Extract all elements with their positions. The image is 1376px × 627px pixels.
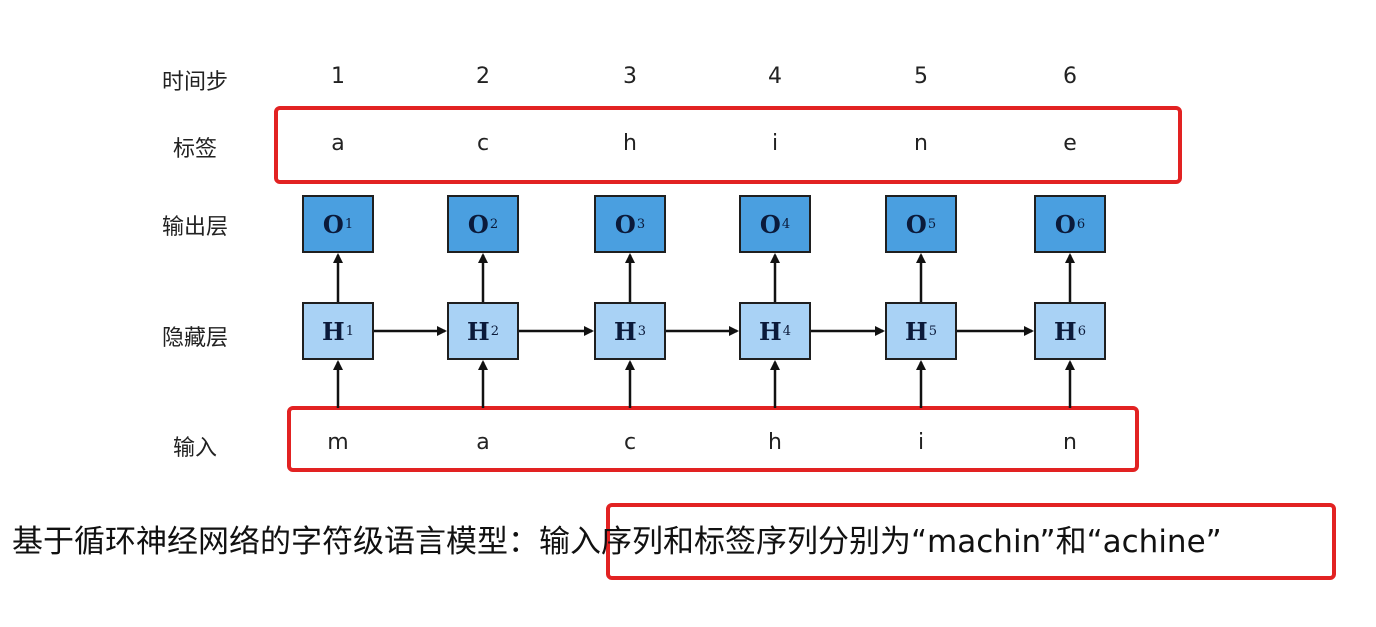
time-step-number: 4 xyxy=(768,64,782,89)
input-char: n xyxy=(1063,430,1077,455)
node-subscript: 6 xyxy=(1076,216,1086,232)
label-sequence-highlight xyxy=(274,106,1182,184)
node-symbol: H xyxy=(614,316,637,346)
label-char: i xyxy=(771,131,779,156)
node-symbol: H xyxy=(322,316,345,346)
node-subscript: 3 xyxy=(637,323,646,339)
time-step-number: 2 xyxy=(476,64,490,89)
node-subscript: 1 xyxy=(345,323,354,339)
input-sequence-highlight xyxy=(287,406,1139,472)
input-char: c xyxy=(623,430,637,455)
node-symbol: H xyxy=(759,316,782,346)
node-symbol: O xyxy=(905,209,927,239)
node-subscript: 2 xyxy=(489,216,499,232)
label-char: a xyxy=(331,131,345,156)
time-step-number: 6 xyxy=(1063,64,1077,89)
node-symbol: O xyxy=(614,209,636,239)
caption-prefix: 基于循环神经网络的字符级语言模型： xyxy=(12,524,539,560)
caption-highlight-text: 输入序列和标签序列分别为“machin”和“achine” xyxy=(539,524,1222,560)
node-symbol: H xyxy=(905,316,928,346)
caption-highlight xyxy=(606,503,1336,580)
node-symbol: O xyxy=(759,209,781,239)
time-step-number: 1 xyxy=(331,64,345,89)
caption: 基于循环神经网络的字符级语言模型：输入序列和标签序列分别为“machin”和“a… xyxy=(12,516,1222,561)
node-subscript: 4 xyxy=(781,216,791,232)
label-char: h xyxy=(623,131,637,156)
label-char: e xyxy=(1063,131,1077,156)
node-subscript: 5 xyxy=(927,216,937,232)
node-symbol: H xyxy=(1054,316,1077,346)
label-char: c xyxy=(476,131,490,156)
input-char: a xyxy=(476,430,490,455)
row-label-label: 标签 xyxy=(172,137,217,162)
node-subscript: 1 xyxy=(344,216,354,232)
row-label-time-step: 时间步 xyxy=(161,70,228,95)
node-subscript: 2 xyxy=(490,323,499,339)
input-char: m xyxy=(327,430,349,455)
node-subscript: 3 xyxy=(636,216,646,232)
input-char: i xyxy=(917,430,925,455)
input-char: h xyxy=(768,430,782,455)
node-symbol: O xyxy=(467,209,489,239)
row-label-input: 输入 xyxy=(172,436,217,461)
node-symbol: O xyxy=(1054,209,1076,239)
time-step-number: 5 xyxy=(914,64,928,89)
row-label-hidden-layer: 隐藏层 xyxy=(161,326,228,351)
row-label-output-layer: 输出层 xyxy=(161,215,228,240)
time-step-number: 3 xyxy=(623,64,637,89)
node-symbol: O xyxy=(322,209,344,239)
node-subscript: 4 xyxy=(782,323,791,339)
node-subscript: 6 xyxy=(1077,323,1086,339)
node-subscript: 5 xyxy=(928,323,937,339)
label-char: n xyxy=(914,131,928,156)
node-symbol: H xyxy=(467,316,490,346)
